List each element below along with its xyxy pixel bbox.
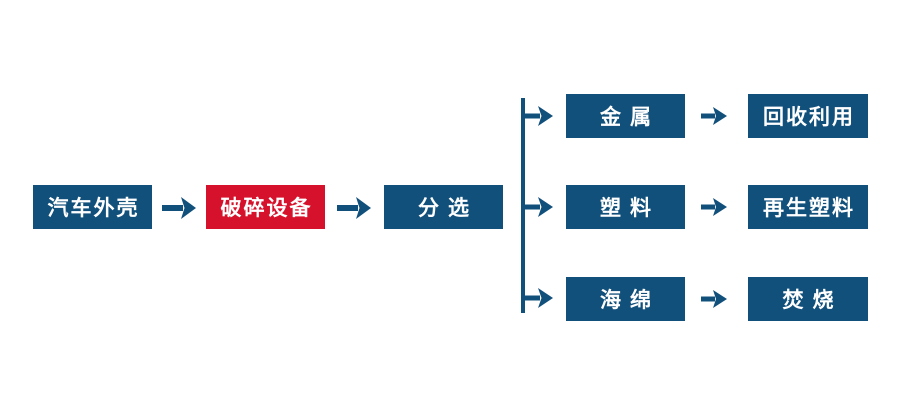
arrow-right-icon bbox=[523, 286, 553, 310]
node-recycle-reuse: 回收利用 bbox=[748, 94, 868, 138]
node-sorting: 分选 bbox=[384, 185, 503, 229]
arrow-right-icon bbox=[523, 195, 553, 219]
node-plastic: 塑料 bbox=[566, 185, 685, 229]
arrow-right-icon bbox=[701, 104, 727, 128]
arrow-right-icon bbox=[701, 287, 727, 311]
node-car-shell: 汽车外壳 bbox=[33, 185, 152, 229]
node-crushing-equipment: 破碎设备 bbox=[206, 185, 325, 229]
arrow-right-icon bbox=[701, 195, 727, 219]
node-sponge: 海绵 bbox=[566, 277, 685, 321]
node-metal: 金属 bbox=[566, 94, 685, 138]
arrow-right-icon bbox=[162, 196, 196, 220]
node-recycled-plastic: 再生塑料 bbox=[748, 185, 868, 229]
arrow-right-icon bbox=[337, 196, 371, 220]
arrow-right-icon bbox=[523, 104, 553, 128]
node-incineration: 焚烧 bbox=[748, 277, 868, 321]
